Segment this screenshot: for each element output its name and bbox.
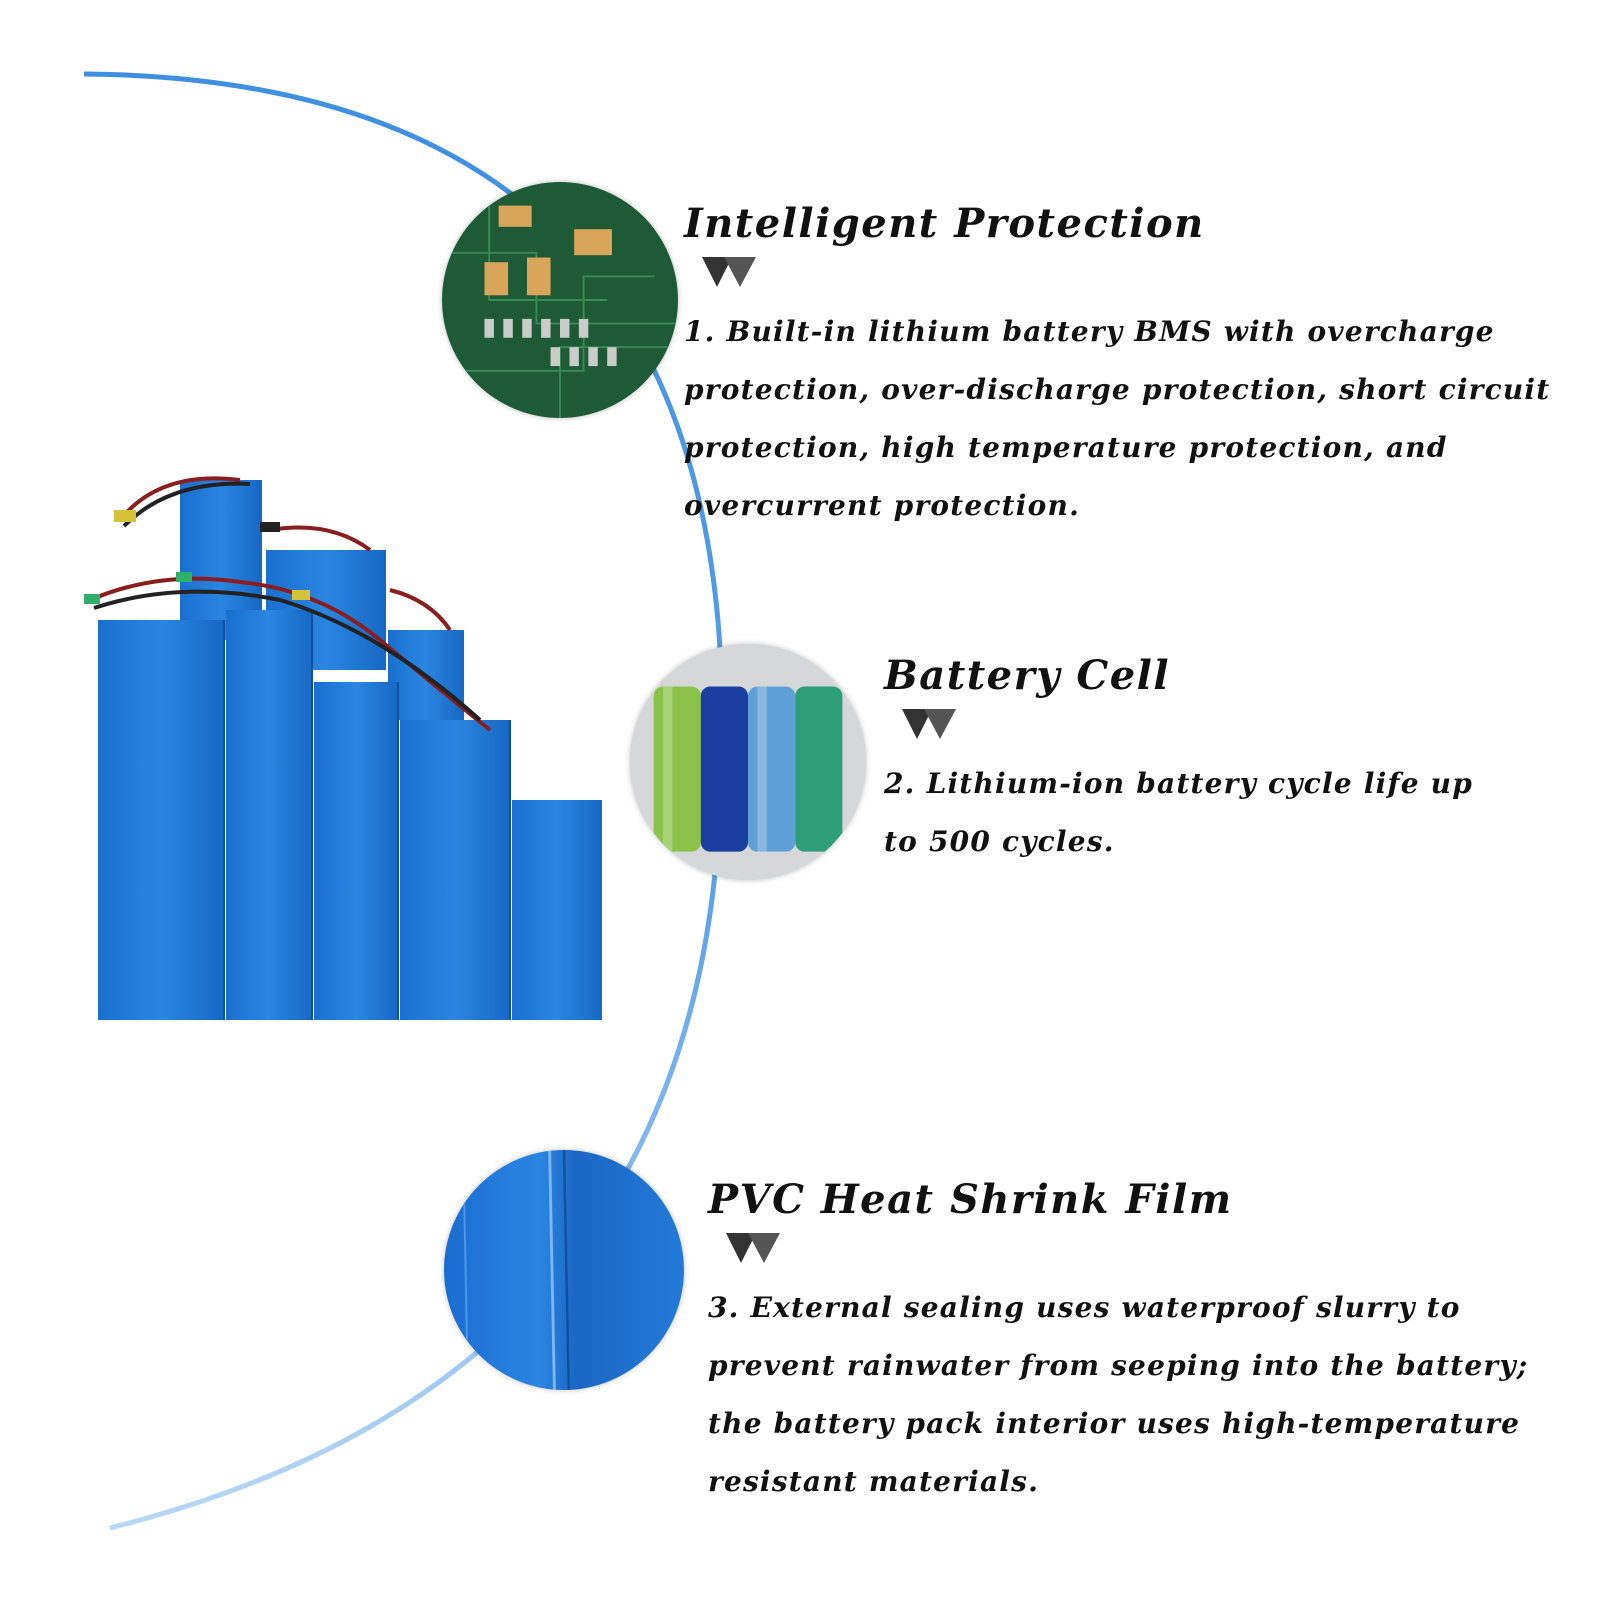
double-down-triangle-icon <box>902 709 956 739</box>
feature-title: Intelligent Protection <box>684 200 1205 247</box>
battery-pack-image <box>80 470 640 1050</box>
feature-pvc-heat-shrink-film: PVC Heat Shrink Film 3. External sealing… <box>708 1176 1548 1511</box>
battery-cells-image <box>630 644 866 880</box>
double-down-triangle-icon <box>726 1233 780 1263</box>
pvc-film-closeup-image <box>444 1150 684 1390</box>
feature-title: PVC Heat Shrink Film <box>708 1176 1233 1223</box>
feature-description: 3. External sealing uses waterproof slur… <box>708 1291 1529 1498</box>
feature-title: Battery Cell <box>884 652 1171 699</box>
feature-description: 2. Lithium-ion battery cycle life up to … <box>884 767 1474 858</box>
double-down-triangle-icon <box>702 257 756 287</box>
pcb-closeup-image <box>442 182 678 418</box>
feature-intelligent-protection: Intelligent Protection 1. Built-in lithi… <box>684 200 1564 535</box>
feature-description: 1. Built-in lithium battery BMS with ove… <box>684 315 1551 522</box>
feature-battery-cell: Battery Cell 2. Lithium-ion battery cycl… <box>884 652 1504 871</box>
